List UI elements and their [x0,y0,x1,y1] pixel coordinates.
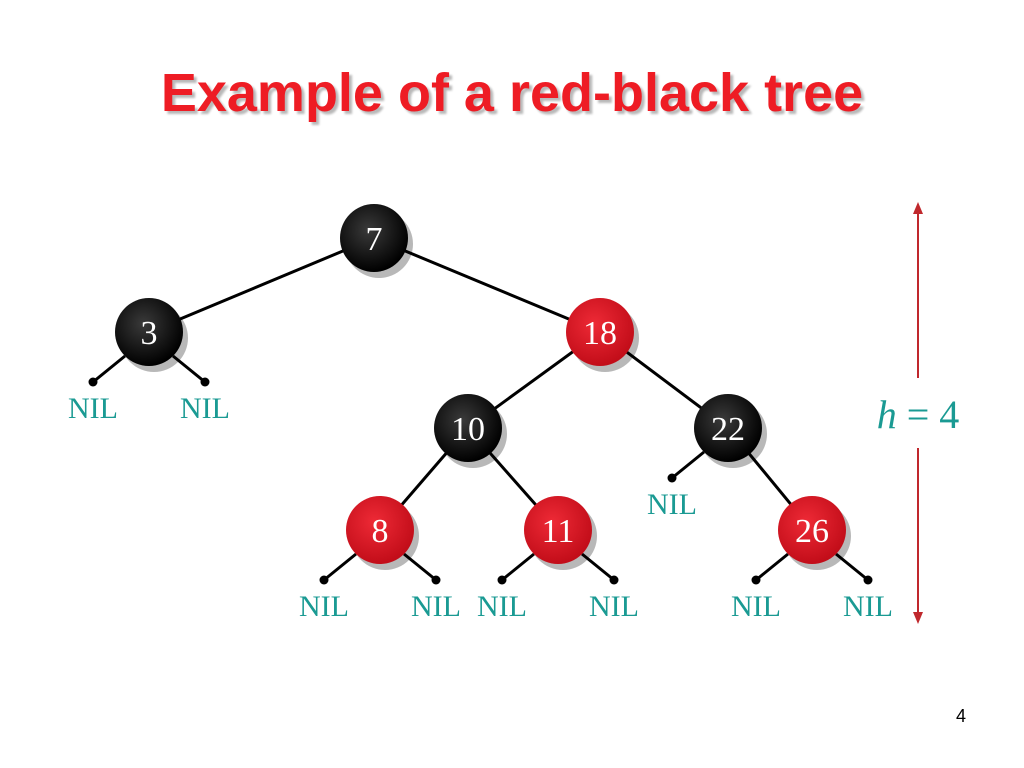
nil-dot [200,377,210,387]
black-node-circle [340,204,408,272]
nil-edge [671,450,705,480]
tree-node-22: 22 [694,394,767,468]
tree-node-26: 26 [778,496,851,570]
slide-title: Example of a red-black tree [160,63,864,123]
nil-edge [172,354,206,384]
black-node-circle [434,394,502,462]
nil-label: NIL [477,590,527,623]
nil-dot [431,575,441,585]
black-node-circle [115,298,183,366]
height-equals: = [907,392,930,437]
node-key: 8 [372,513,389,550]
nil-dot [609,575,619,585]
nil-edge [835,552,869,582]
node-key: 3 [141,315,158,352]
tree-node-7: 7 [340,204,413,278]
node-key: 7 [366,221,383,258]
nil-dot [863,575,873,585]
edge-n7-n18 [373,236,601,334]
nil-dot [667,473,677,483]
height-variable: h [877,392,897,437]
black-node-circle [694,394,762,462]
nil-edge [581,552,615,582]
page-number: 4 [955,706,966,726]
nil-dot [88,377,98,387]
red-node-circle [778,496,846,564]
nil-label: NIL [731,590,781,623]
nil-dot [497,575,507,585]
nil-label: NIL [647,488,697,521]
red-node-circle [524,496,592,564]
red-node-circle [346,496,414,564]
nil-edge [403,552,437,582]
nil-edge [323,552,357,582]
arrow-up-icon [913,202,923,214]
nil-label: NIL [589,590,639,623]
node-key: 26 [795,513,829,550]
red-node-circle [566,298,634,366]
edges-layer [148,236,814,531]
nil-label: NIL [299,590,349,623]
height-value: 4 [939,392,959,437]
node-key: 18 [583,315,617,352]
nil-edge [755,552,789,582]
height-annotation: h=4 [877,202,960,624]
tree-node-10: 10 [434,394,507,468]
tree-node-8: 8 [346,496,419,570]
nil-edge [92,354,126,384]
nodes-layer: 7 3 18 10 22 8 11 26 [115,204,851,570]
node-key: 22 [711,411,745,448]
tree-node-18: 18 [566,298,639,372]
nil-leaves-layer: NIL NIL NIL NIL NIL NIL NIL NIL NIL [68,354,893,623]
nil-label: NIL [411,590,461,623]
node-key: 11 [542,513,575,550]
nil-label: NIL [68,392,118,425]
nil-dot [319,575,329,585]
tree-node-3: 3 [115,298,188,372]
tree-node-11: 11 [524,496,597,570]
edge-n7-n3 [148,236,375,334]
node-key: 10 [451,411,485,448]
nil-dot [751,575,761,585]
height-label: h=4 [877,392,960,437]
arrow-down-icon [913,612,923,624]
nil-label: NIL [843,590,893,623]
nil-edge [501,552,535,582]
nil-label: NIL [180,392,230,425]
